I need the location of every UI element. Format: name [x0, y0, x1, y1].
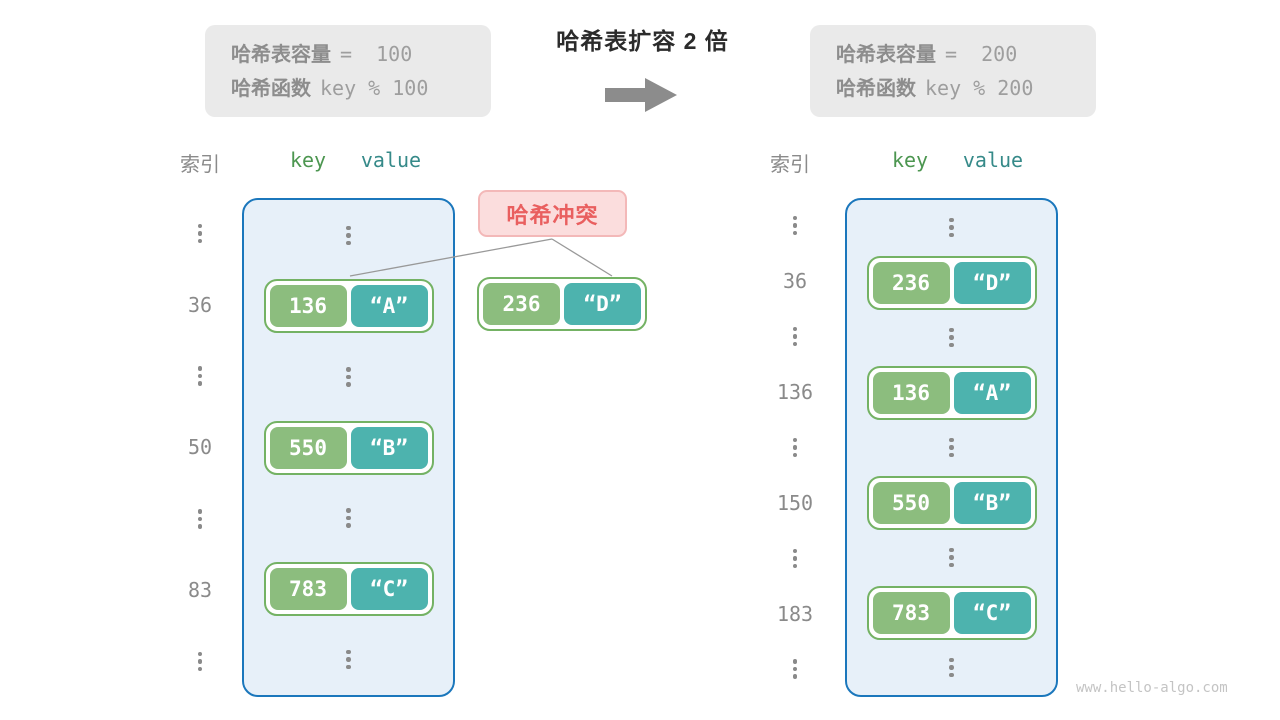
left-value-header: value [360, 148, 422, 172]
key-text: 550 [289, 435, 327, 460]
value-text: “B” [370, 435, 408, 460]
index-value: 36 [187, 292, 213, 317]
key-box: 236 [483, 283, 560, 325]
left-key-header: key [289, 148, 327, 172]
kv-pair-cell: 136 “A” [866, 365, 1037, 420]
key-box: 136 [269, 285, 347, 328]
index-value: 83 [187, 578, 213, 603]
capacity-value: = 100 [340, 42, 413, 66]
capacity-before-line: 哈希表容量 = 100 [231, 38, 491, 72]
value-text: “A” [370, 294, 408, 319]
hash-collision-label: 哈希冲突 [478, 190, 627, 237]
hash-fn-after-line: 哈希函数 key % 200 [836, 72, 1096, 106]
kv-pair-cell: 550 “B” [866, 475, 1037, 530]
hash-fn-value: key % 100 [320, 76, 429, 100]
diagram-title: 哈希表扩容 2 倍 [556, 28, 729, 54]
key-box: 783 [872, 591, 950, 634]
capacity-before-box: 哈希表容量 = 100 哈希函数 key % 100 [205, 25, 491, 117]
hash-fn-value: key % 200 [925, 76, 1034, 100]
ellipsis-dots [949, 437, 954, 458]
kv-pair-cell: 783 “C” [866, 585, 1037, 640]
key-text: 783 [892, 600, 930, 625]
right-index-header: 索引 [770, 154, 810, 176]
collision-kv-pair-cell: 236 “D” [477, 277, 647, 331]
value-box: “C” [953, 591, 1031, 634]
value-box: “B” [350, 426, 428, 469]
capacity-after-line: 哈希表容量 = 200 [836, 38, 1096, 72]
index-value: 136 [776, 380, 814, 405]
kv-pair-cell: 550 “B” [263, 420, 434, 475]
ellipsis-dots [792, 326, 798, 347]
ellipsis-dots [197, 509, 203, 529]
capacity-label: 哈希表容量 [836, 44, 936, 66]
key-box: 236 [872, 261, 950, 304]
capacity-value: = 200 [945, 42, 1018, 66]
key-box: 136 [872, 371, 950, 414]
index-value: 50 [187, 435, 213, 460]
ellipsis-dots [197, 651, 203, 672]
right-arrow-icon [605, 78, 677, 112]
capacity-after-box: 哈希表容量 = 200 哈希函数 key % 200 [810, 25, 1096, 117]
index-value: 36 [782, 269, 808, 294]
capacity-label: 哈希表容量 [231, 44, 331, 66]
hash-fn-before-line: 哈希函数 key % 100 [231, 72, 491, 106]
key-text: 136 [289, 294, 327, 319]
key-text: 783 [289, 576, 327, 601]
ellipsis-dots [949, 327, 954, 348]
value-text: “C” [370, 576, 408, 601]
ellipsis-dots [346, 367, 351, 387]
watermark: www.hello-algo.com [1076, 680, 1228, 696]
ellipsis-dots [792, 437, 798, 458]
ellipsis-dots [949, 547, 954, 568]
ellipsis-dots [949, 657, 954, 678]
value-box: “D” [564, 283, 641, 325]
value-text: “C” [973, 600, 1011, 625]
key-text: 136 [892, 380, 930, 405]
ellipsis-dots [346, 649, 351, 670]
value-box: “B” [953, 481, 1031, 524]
key-box: 550 [872, 481, 950, 524]
kv-pair-cell: 783 “C” [263, 561, 434, 616]
right-bucket-array: 236 “D” 136 “A” 550 “B” 783 “C” [845, 198, 1058, 697]
ellipsis-dots [197, 223, 203, 244]
right-index-column: 36 136 150 183 [760, 198, 830, 697]
value-text: “A” [973, 380, 1011, 405]
value-box: “C” [350, 567, 428, 610]
key-text: 236 [502, 292, 541, 316]
ellipsis-dots [949, 217, 954, 238]
ellipsis-dots [792, 215, 798, 236]
right-value-header: value [962, 148, 1024, 172]
ellipsis-dots [792, 548, 798, 569]
value-box: “D” [953, 261, 1031, 304]
key-box: 783 [269, 567, 347, 610]
ellipsis-dots [197, 366, 203, 386]
kv-pair-cell: 136 “A” [263, 279, 434, 334]
hash-fn-label: 哈希函数 [836, 78, 916, 100]
value-text: “D” [973, 270, 1011, 295]
key-box: 550 [269, 426, 347, 469]
value-text: “D” [583, 292, 622, 316]
hash-fn-label: 哈希函数 [231, 78, 311, 100]
value-box: “A” [350, 285, 428, 328]
ellipsis-dots [346, 508, 351, 528]
kv-pair-cell: 236 “D” [866, 255, 1037, 310]
key-text: 550 [892, 490, 930, 515]
left-bucket-array: 136 “A” 550 “B” 783 “C” [242, 198, 455, 697]
left-index-column: 36 50 83 [165, 198, 235, 697]
right-key-header: key [891, 148, 929, 172]
ellipsis-dots [346, 225, 351, 246]
index-value: 150 [776, 490, 814, 515]
index-value: 183 [776, 601, 814, 626]
key-text: 236 [892, 270, 930, 295]
left-index-header: 索引 [180, 154, 220, 176]
ellipsis-dots [792, 659, 798, 679]
value-text: “B” [973, 490, 1011, 515]
value-box: “A” [953, 371, 1031, 414]
